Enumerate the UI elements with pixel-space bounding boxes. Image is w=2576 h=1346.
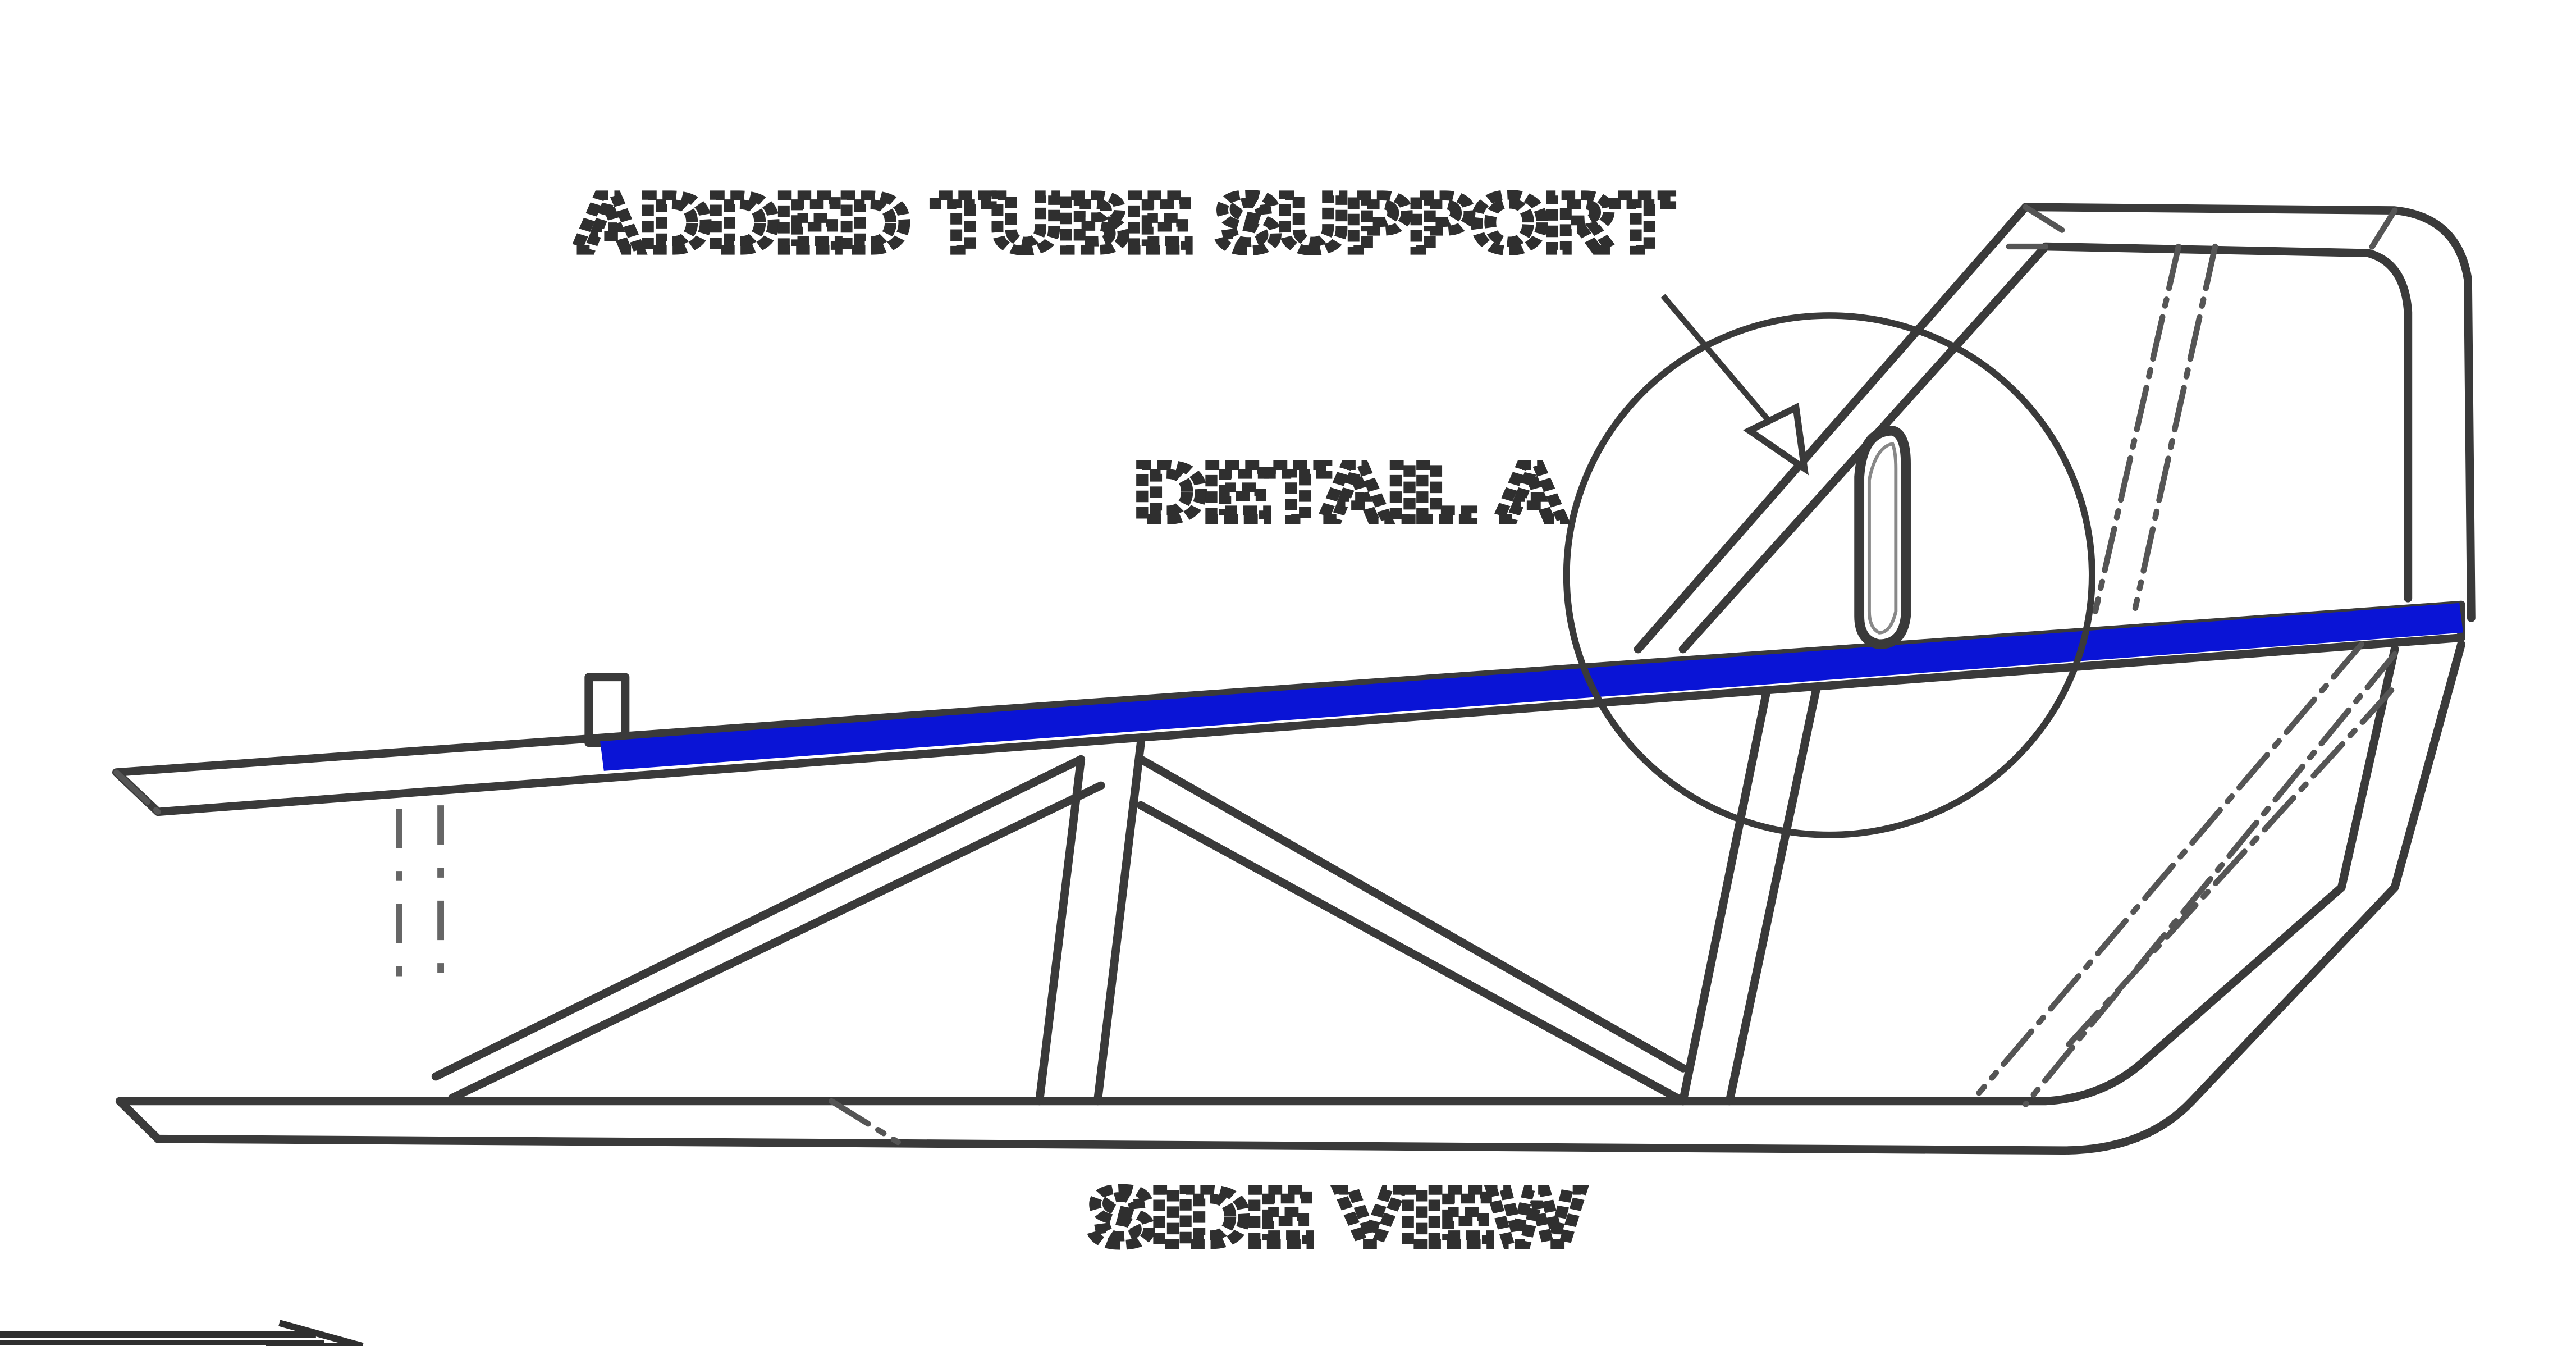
truss-members bbox=[431, 641, 2398, 1107]
hidden-verticals bbox=[396, 805, 445, 987]
detail-a-circle bbox=[1563, 312, 2095, 838]
leader-arrow bbox=[1660, 294, 1809, 476]
highlighted-tube bbox=[600, 603, 2463, 771]
upper-longeron bbox=[112, 600, 2465, 816]
added-tube-support bbox=[1854, 426, 1911, 650]
side-view-label: SIDE VIEW bbox=[1089, 1172, 1582, 1261]
arrow-head-icon bbox=[1743, 402, 1809, 476]
roll-cage bbox=[1634, 203, 2476, 654]
added-tube-support-label: ADDED TUBE SUPPORT bbox=[574, 179, 1671, 267]
right-arrow-icon bbox=[0, 1320, 364, 1346]
lower-longeron bbox=[115, 640, 2465, 1155]
detail-a-label: DETAIL A bbox=[1136, 448, 1564, 536]
